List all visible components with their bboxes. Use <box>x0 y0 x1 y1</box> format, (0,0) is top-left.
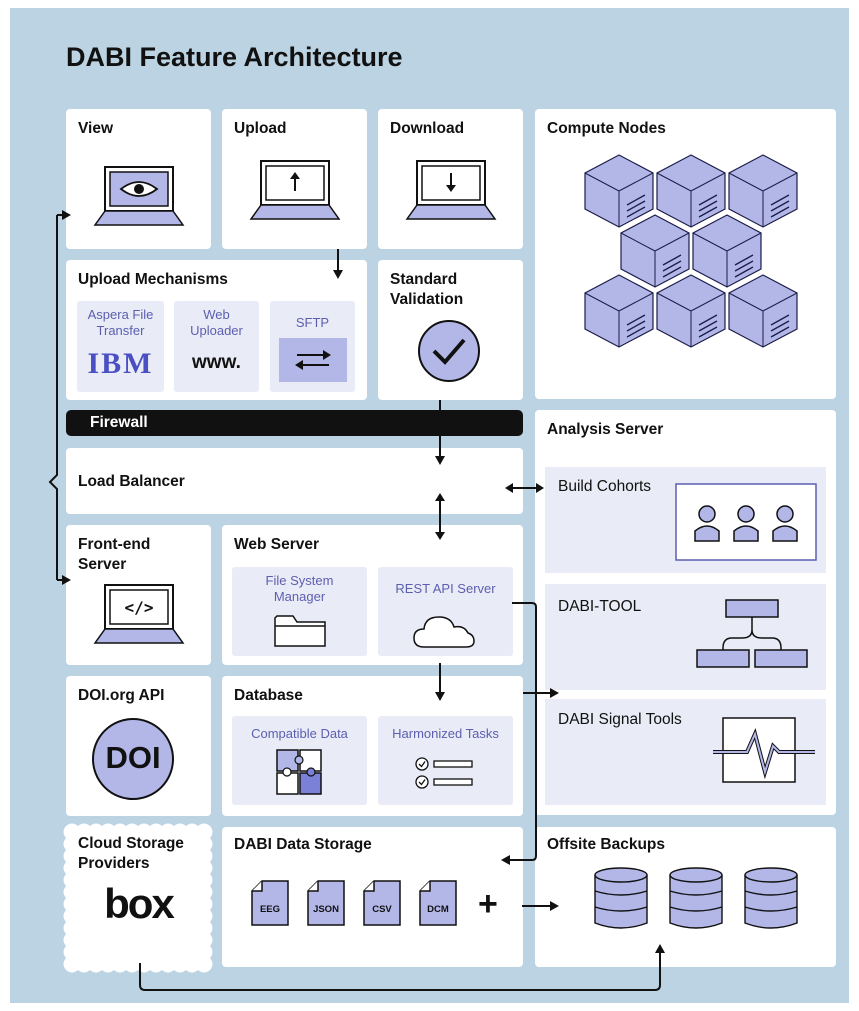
file-type-label: DCM <box>427 904 449 915</box>
view-label: View <box>78 120 114 137</box>
build-cohorts-panel: Build Cohorts <box>545 467 826 573</box>
download-card: Download <box>378 109 523 249</box>
laptop-icon <box>93 584 185 644</box>
laptop-icon <box>93 166 185 226</box>
file-system-manager-label: File System Manager <box>265 573 334 604</box>
dabi-data-storage-label: DABI Data Storage <box>234 836 372 853</box>
doi-badge-icon <box>92 718 174 800</box>
plus-sign: + <box>478 885 498 923</box>
harmonized-tasks-panel: Harmonized Tasks <box>378 716 513 805</box>
puzzle-icon <box>276 749 322 795</box>
compatible-data-panel: Compatible Data <box>232 716 367 805</box>
web-uploader-label: Web Uploader <box>190 307 243 338</box>
download-arrow-icon <box>446 173 456 192</box>
file-icon: CSV <box>362 879 402 927</box>
dabi-data-storage-card: DABI Data Storage EEG JSON CSV DCM + <box>222 827 523 967</box>
doi-badge-text: DOI <box>105 740 161 775</box>
signal-tools-panel: DABI Signal Tools <box>545 699 826 805</box>
box-logo: box <box>104 880 175 927</box>
upload-card: Upload <box>222 109 367 249</box>
sftp-label: SFTP <box>295 315 330 330</box>
offsite-backups-card: Offsite Backups <box>535 827 836 967</box>
compute-cube-icon <box>692 214 762 288</box>
doi-api-card: DOI.org API DOI <box>66 676 211 816</box>
cloud-icon <box>413 616 475 648</box>
front-end-server-card: Front-end Server </> <box>66 525 211 665</box>
upload-label: Upload <box>234 120 287 137</box>
ibm-logo: IBM <box>87 347 154 380</box>
code-glyph: </> <box>124 598 154 617</box>
task-list-icon <box>415 757 473 789</box>
laptop-icon <box>405 160 497 220</box>
firewall-bar: Firewall <box>66 410 523 436</box>
compute-nodes-card: Compute Nodes <box>535 109 836 399</box>
database-card: Database Compatible Data Harmonized Task… <box>222 676 523 816</box>
standard-validation-card: Standard Validation <box>378 260 523 400</box>
compute-cube-icon <box>656 274 726 348</box>
doi-api-label: DOI.org API <box>78 687 165 704</box>
compute-cube-icon <box>620 214 690 288</box>
file-system-manager-panel: File System Manager <box>232 567 367 656</box>
person-icon <box>733 505 759 542</box>
file-type-label: EEG <box>259 904 281 915</box>
database-label: Database <box>234 687 303 704</box>
file-icon: EEG <box>250 879 290 927</box>
upload-arrow-icon <box>290 172 300 191</box>
analysis-server-label: Analysis Server <box>547 421 664 438</box>
dabi-tool-panel: DABI-TOOL <box>545 584 826 690</box>
load-balancer-card: Load Balancer <box>66 448 523 514</box>
page-title: DABI Feature Architecture <box>66 42 403 72</box>
web-server-card: Web Server File System Manager REST API … <box>222 525 523 665</box>
person-icon <box>772 505 798 542</box>
standard-validation-label: Standard Validation <box>390 271 464 308</box>
download-label: Download <box>390 120 465 137</box>
backup-databases <box>594 867 798 929</box>
file-type-label: JSON <box>313 904 339 915</box>
compute-nodes-label: Compute Nodes <box>547 120 666 137</box>
eye-icon <box>119 181 159 197</box>
dabi-tool-label: DABI-TOOL <box>558 598 642 615</box>
cloud-storage-card <box>63 823 213 973</box>
file-icon: JSON <box>306 879 346 927</box>
signal-wave-icon <box>713 717 815 783</box>
upload-mechanisms-card: Upload Mechanisms Aspera File Transfer I… <box>66 260 367 400</box>
database-cylinder-icon <box>594 867 648 929</box>
view-card: View <box>66 109 211 249</box>
aspera-label: Aspera File Transfer <box>87 307 154 338</box>
load-balancer-label: Load Balancer <box>78 473 185 490</box>
web-server-label: Web Server <box>234 536 320 553</box>
upload-mechanisms-label: Upload Mechanisms <box>78 271 228 288</box>
database-cylinder-icon <box>669 867 723 929</box>
sftp-panel: SFTP <box>270 301 355 392</box>
rest-api-panel: REST API Server <box>378 567 513 656</box>
transfer-arrows-icon <box>279 338 347 382</box>
file-type-label: CSV <box>372 904 392 915</box>
person-icon <box>694 505 720 542</box>
compatible-data-label: Compatible Data <box>251 726 348 741</box>
checkmark-icon <box>418 320 480 382</box>
folder-icon <box>274 615 326 647</box>
harmonized-tasks-label: Harmonized Tasks <box>392 726 499 741</box>
web-uploader-panel: Web Uploader www. <box>174 301 259 392</box>
front-end-server-label: Front-end Server <box>78 536 151 573</box>
laptop-icon <box>249 160 341 220</box>
compute-cube-icon <box>584 274 654 348</box>
compute-cube-icon <box>656 154 726 228</box>
www-label: www. <box>192 352 241 373</box>
signal-tools-label: DABI Signal Tools <box>558 711 682 728</box>
database-cylinder-icon <box>744 867 798 929</box>
build-cohorts-label: Build Cohorts <box>558 478 652 495</box>
compute-cube-icon <box>584 154 654 228</box>
compute-cluster-icon <box>584 154 798 348</box>
cloud-storage-label: Cloud Storage Providers <box>78 835 184 872</box>
compute-cube-icon <box>728 154 798 228</box>
compute-cube-icon <box>728 274 798 348</box>
firewall-label: Firewall <box>90 414 148 431</box>
tree-diagram-icon <box>696 599 808 668</box>
file-icon: DCM <box>418 879 458 927</box>
aspera-panel: Aspera File Transfer IBM <box>77 301 164 392</box>
rest-api-label: REST API Server <box>395 581 496 596</box>
cohort-group-icon <box>675 483 817 561</box>
offsite-backups-label: Offsite Backups <box>547 836 666 853</box>
